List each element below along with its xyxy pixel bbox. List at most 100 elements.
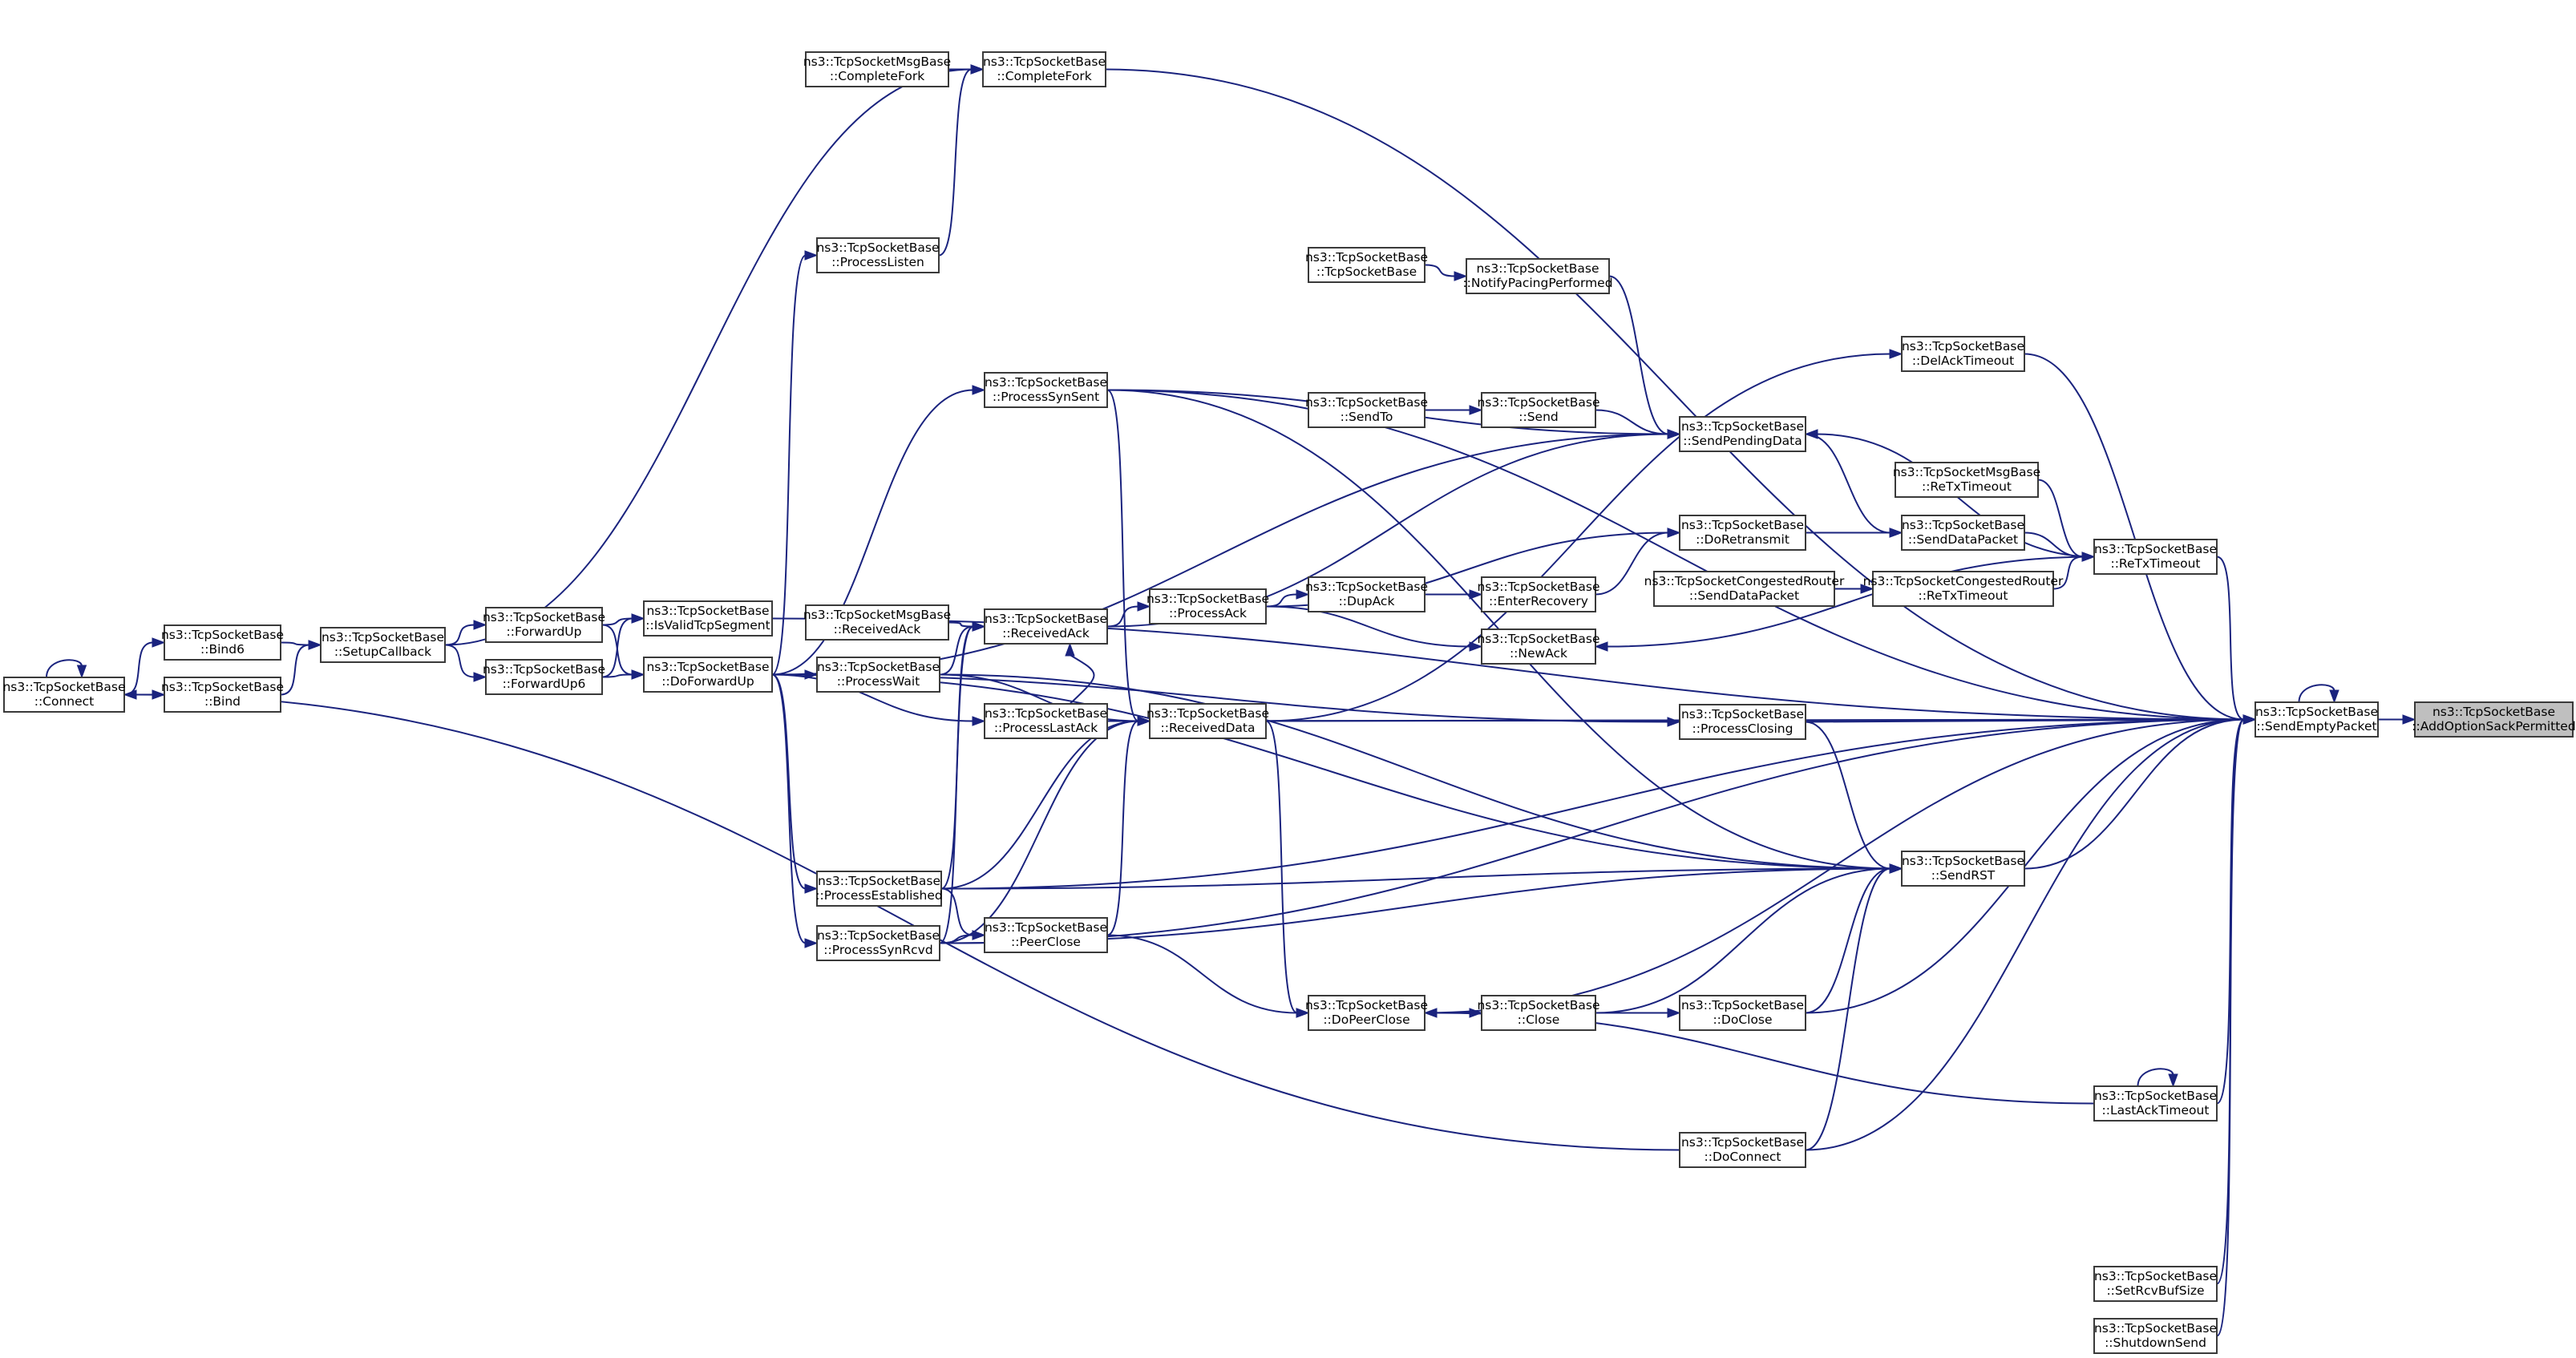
node-box[interactable] <box>485 607 603 643</box>
node-box[interactable] <box>2093 539 2218 575</box>
node-tcpSocketBaseCtor[interactable]: ns3::TcpSocketBase::TcpSocketBase <box>1305 247 1428 283</box>
node-box[interactable] <box>984 372 1108 408</box>
node-box[interactable] <box>1901 515 2025 551</box>
node-doPeerClose[interactable]: ns3::TcpSocketBase::DoPeerClose <box>1305 995 1428 1031</box>
node-processSynSent[interactable]: ns3::TcpSocketBase::ProcessSynSent <box>984 372 1108 408</box>
node-box[interactable] <box>485 659 603 695</box>
node-box[interactable] <box>1679 704 1806 740</box>
node-box[interactable] <box>2093 1318 2218 1354</box>
node-doRetransmit[interactable]: ns3::TcpSocketBase::DoRetransmit <box>1679 515 1806 551</box>
node-box[interactable] <box>164 624 281 661</box>
node-congReTxTimeout[interactable]: ns3::TcpSocketCongestedRouter::ReTxTimeo… <box>1863 571 2064 607</box>
node-setupCallback[interactable]: ns3::TcpSocketBase::SetupCallback <box>320 627 446 663</box>
node-doClose[interactable]: ns3::TcpSocketBase::DoClose <box>1679 995 1806 1031</box>
node-box[interactable] <box>1872 571 2054 607</box>
node-box[interactable] <box>1481 392 1596 428</box>
node-sendPendingData[interactable]: ns3::TcpSocketBase::SendPendingData <box>1679 416 1806 452</box>
node-box[interactable] <box>1308 392 1425 428</box>
node-box[interactable] <box>984 608 1108 645</box>
node-box[interactable] <box>2414 701 2574 738</box>
node-box[interactable] <box>1901 336 2025 372</box>
node-box[interactable] <box>1481 628 1596 665</box>
node-reTxTimeout[interactable]: ns3::TcpSocketBase::ReTxTimeout <box>2093 539 2218 575</box>
edge-enterRecovery-to-doRetransmit <box>1595 527 1681 596</box>
node-completeFork[interactable]: ns3::TcpSocketBase::CompleteFork <box>982 51 1106 87</box>
node-msgReTxTimeout[interactable]: ns3::TcpSocketMsgBase::ReTxTimeout <box>1893 462 2040 498</box>
node-msgReceivedAck[interactable]: ns3::TcpSocketMsgBase::ReceivedAck <box>803 604 951 641</box>
node-box[interactable] <box>984 917 1108 953</box>
node-congSendDataPacket[interactable]: ns3::TcpSocketCongestedRouter::SendDataP… <box>1644 571 1845 607</box>
node-shutdownSend[interactable]: ns3::TcpSocketBase::ShutdownSend <box>2093 1318 2218 1354</box>
node-box[interactable] <box>805 604 949 641</box>
node-processEstablished[interactable]: ns3::TcpSocketBase::ProcessEstablished <box>815 871 943 907</box>
node-target[interactable]: ns3::TcpSocketBase::AddOptionSackPermitt… <box>2412 701 2576 738</box>
node-sendEmptyPacket[interactable]: ns3::TcpSocketBase::SendEmptyPacket <box>2255 701 2379 738</box>
node-close[interactable]: ns3::TcpSocketBase::Close <box>1477 995 1600 1031</box>
node-box[interactable] <box>816 237 940 273</box>
node-method-label: ::ProcessListen <box>831 255 924 269</box>
node-box[interactable] <box>1481 995 1596 1031</box>
node-box[interactable] <box>1481 576 1596 612</box>
node-isValidTcpSegment[interactable]: ns3::TcpSocketBase::IsValidTcpSegment <box>643 600 773 637</box>
node-processLastAck[interactable]: ns3::TcpSocketBase::ProcessLastAck <box>984 703 1108 739</box>
node-box[interactable] <box>643 657 773 693</box>
node-enterRecovery[interactable]: ns3::TcpSocketBase::EnterRecovery <box>1477 576 1600 612</box>
node-box[interactable] <box>1308 995 1425 1031</box>
node-box[interactable] <box>816 925 940 961</box>
node-box[interactable] <box>320 627 446 663</box>
node-box[interactable] <box>1901 851 2025 887</box>
node-box[interactable] <box>1149 703 1267 739</box>
edge-reTxTimeout-to-sendEmptyPacket <box>2216 556 2257 725</box>
node-box[interactable] <box>1466 258 1610 294</box>
node-doConnect[interactable]: ns3::TcpSocketBase::DoConnect <box>1679 1132 1806 1168</box>
node-processSynRcvd[interactable]: ns3::TcpSocketBase::ProcessSynRcvd <box>816 925 940 961</box>
node-processAck[interactable]: ns3::TcpSocketBase::ProcessAck <box>1146 588 1269 624</box>
node-doForwardUp[interactable]: ns3::TcpSocketBase::DoForwardUp <box>643 657 773 693</box>
edge-processEstablished-to-peerClose <box>940 887 986 940</box>
node-receivedAck[interactable]: ns3::TcpSocketBase::ReceivedAck <box>984 608 1108 645</box>
node-connect[interactable]: ns3::TcpSocketBase::Connect <box>2 677 126 713</box>
node-box[interactable] <box>643 600 773 637</box>
node-box[interactable] <box>164 677 281 713</box>
node-notifyPacing[interactable]: ns3::TcpSocketBase::NotifyPacingPerforme… <box>1462 258 1613 294</box>
node-lastAckTimeout[interactable]: ns3::TcpSocketBase::LastAckTimeout <box>2093 1085 2218 1122</box>
node-peerClose[interactable]: ns3::TcpSocketBase::PeerClose <box>984 917 1108 953</box>
node-sendDataPacket[interactable]: ns3::TcpSocketBase::SendDataPacket <box>1901 515 2025 551</box>
node-box[interactable] <box>816 657 940 693</box>
node-box[interactable] <box>1308 576 1425 612</box>
node-bind6[interactable]: ns3::TcpSocketBase::Bind6 <box>161 624 284 661</box>
node-method-label: ::SetupCallback <box>334 645 431 659</box>
node-box[interactable] <box>1679 416 1806 452</box>
node-box[interactable] <box>2255 701 2379 738</box>
node-send[interactable]: ns3::TcpSocketBase::Send <box>1477 392 1600 428</box>
node-method-label: ::EnterRecovery <box>1489 594 1588 608</box>
node-processListen[interactable]: ns3::TcpSocketBase::ProcessListen <box>816 237 940 273</box>
node-sendRST[interactable]: ns3::TcpSocketBase::SendRST <box>1901 851 2025 887</box>
node-sendTo[interactable]: ns3::TcpSocketBase::SendTo <box>1305 392 1428 428</box>
node-box[interactable] <box>1653 571 1835 607</box>
node-receivedData[interactable]: ns3::TcpSocketBase::ReceivedData <box>1146 703 1269 739</box>
node-forwardUp[interactable]: ns3::TcpSocketBase::ForwardUp <box>483 607 605 643</box>
node-setRcvBufSize[interactable]: ns3::TcpSocketBase::SetRcvBufSize <box>2093 1266 2218 1302</box>
node-box[interactable] <box>816 871 942 907</box>
node-box[interactable] <box>1149 588 1267 624</box>
node-box[interactable] <box>1308 247 1425 283</box>
node-box[interactable] <box>3 677 125 713</box>
node-box[interactable] <box>2093 1266 2218 1302</box>
node-delAckTimeout[interactable]: ns3::TcpSocketBase::DelAckTimeout <box>1901 336 2025 372</box>
node-box[interactable] <box>982 51 1106 87</box>
node-box[interactable] <box>1679 1132 1806 1168</box>
node-forwardUp6[interactable]: ns3::TcpSocketBase::ForwardUp6 <box>483 659 605 695</box>
node-box[interactable] <box>984 703 1108 739</box>
node-box[interactable] <box>1679 995 1806 1031</box>
node-msgCompleteFork[interactable]: ns3::TcpSocketMsgBase::CompleteFork <box>803 51 951 87</box>
node-processClosing[interactable]: ns3::TcpSocketBase::ProcessClosing <box>1679 704 1806 740</box>
node-newAck[interactable]: ns3::TcpSocketBase::NewAck <box>1477 628 1600 665</box>
node-dupAck[interactable]: ns3::TcpSocketBase::DupAck <box>1305 576 1428 612</box>
node-processWait[interactable]: ns3::TcpSocketBase::ProcessWait <box>816 657 940 693</box>
node-box[interactable] <box>2093 1085 2218 1122</box>
node-box[interactable] <box>1895 462 2039 498</box>
node-box[interactable] <box>1679 515 1806 551</box>
node-bind[interactable]: ns3::TcpSocketBase::Bind <box>161 677 284 713</box>
node-box[interactable] <box>805 51 949 87</box>
